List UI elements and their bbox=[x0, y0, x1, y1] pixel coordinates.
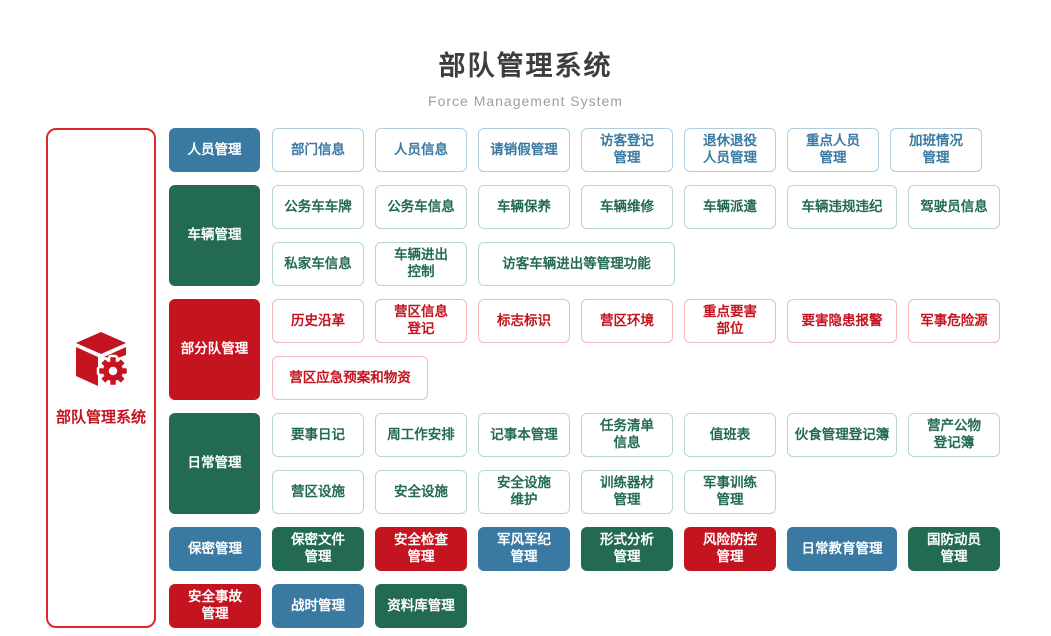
module-box: 部门信息 bbox=[272, 128, 364, 172]
category-box: 人员管理 bbox=[169, 128, 260, 172]
module-line: 营区应急预案和物资 bbox=[272, 356, 1000, 400]
category-lines: 部门信息人员信息请销假管理访客登记 管理退休退役 人员管理重点人员 管理加班情况… bbox=[272, 128, 982, 172]
page-title: 部队管理系统 bbox=[438, 51, 613, 81]
solid-module-box: 安全事故 管理 bbox=[169, 584, 261, 628]
module-box: 车辆保养 bbox=[478, 185, 570, 229]
solid-module-box: 风险防控 管理 bbox=[684, 527, 776, 571]
module-box: 驾驶员信息 bbox=[908, 185, 1000, 229]
module-box: 营产公物 登记簿 bbox=[908, 413, 1000, 457]
module-line: 公务车车牌公务车信息车辆保养车辆维修车辆派遣车辆违规违纪驾驶员信息 bbox=[272, 185, 1000, 229]
module-box: 公务车信息 bbox=[375, 185, 467, 229]
module-box: 训练器材 管理 bbox=[581, 470, 673, 514]
module-box: 车辆违规违纪 bbox=[787, 185, 897, 229]
module-line: 私家车信息车辆进出 控制访客车辆进出等管理功能 bbox=[272, 242, 1000, 286]
module-box: 军事危险源 bbox=[908, 299, 1000, 343]
module-box: 车辆进出 控制 bbox=[375, 242, 467, 286]
page-header: 部队管理系统 Force Management System bbox=[0, 44, 1051, 109]
category-box: 日常管理 bbox=[169, 413, 260, 514]
category-row: 日常管理要事日记周工作安排记事本管理任务清单 信息值班表伙食管理登记簿营产公物 … bbox=[169, 413, 1000, 514]
module-line: 部门信息人员信息请销假管理访客登记 管理退休退役 人员管理重点人员 管理加班情况… bbox=[272, 128, 982, 172]
module-box: 值班表 bbox=[684, 413, 776, 457]
module-line: 要事日记周工作安排记事本管理任务清单 信息值班表伙食管理登记簿营产公物 登记簿 bbox=[272, 413, 1000, 457]
category-row: 部分队管理历史沿革营区信息 登记标志标识营区环境重点要害 部位要害隐患报警军事危… bbox=[169, 299, 1000, 400]
category-box: 部分队管理 bbox=[169, 299, 260, 400]
module-box: 访客车辆进出等管理功能 bbox=[478, 242, 675, 286]
module-line: 历史沿革营区信息 登记标志标识营区环境重点要害 部位要害隐患报警军事危险源 bbox=[272, 299, 1000, 343]
module-box: 要事日记 bbox=[272, 413, 364, 457]
module-box: 安全设施 bbox=[375, 470, 467, 514]
module-box: 要害隐患报警 bbox=[787, 299, 897, 343]
module-box: 请销假管理 bbox=[478, 128, 570, 172]
rows-grid: 人员管理部门信息人员信息请销假管理访客登记 管理退休退役 人员管理重点人员 管理… bbox=[169, 128, 1000, 628]
module-box: 营区信息 登记 bbox=[375, 299, 467, 343]
module-box: 营区应急预案和物资 bbox=[272, 356, 428, 400]
category-lines: 历史沿革营区信息 登记标志标识营区环境重点要害 部位要害隐患报警军事危险源营区应… bbox=[272, 299, 1000, 400]
module-box: 标志标识 bbox=[478, 299, 570, 343]
solid-module-box: 保密文件 管理 bbox=[272, 527, 364, 571]
module-box: 军事训练 管理 bbox=[684, 470, 776, 514]
module-box: 历史沿革 bbox=[272, 299, 364, 343]
category-lines: 公务车车牌公务车信息车辆保养车辆维修车辆派遣车辆违规违纪驾驶员信息私家车信息车辆… bbox=[272, 185, 1000, 286]
module-box: 重点要害 部位 bbox=[684, 299, 776, 343]
sidebar-label: 部队管理系统 bbox=[55, 409, 146, 426]
category-lines: 要事日记周工作安排记事本管理任务清单 信息值班表伙食管理登记簿营产公物 登记簿营… bbox=[272, 413, 1000, 514]
module-box: 车辆派遣 bbox=[684, 185, 776, 229]
module-box: 记事本管理 bbox=[478, 413, 570, 457]
diagram: 部队管理系统 人员管理部门信息人员信息请销假管理访客登记 管理退休退役 人员管理… bbox=[46, 128, 1000, 628]
module-box: 访客登记 管理 bbox=[581, 128, 673, 172]
cube-gear-icon bbox=[70, 329, 132, 394]
page-subtitle: Force Management System bbox=[428, 93, 623, 109]
solid-module-line: 安全事故 管理战时管理资料库管理 bbox=[169, 584, 1000, 628]
sidebar-panel: 部队管理系统 bbox=[46, 128, 156, 628]
category-row: 车辆管理公务车车牌公务车信息车辆保养车辆维修车辆派遣车辆违规违纪驾驶员信息私家车… bbox=[169, 185, 1000, 286]
solid-module-box: 战时管理 bbox=[272, 584, 364, 628]
solid-module-box: 国防动员 管理 bbox=[908, 527, 1000, 571]
module-box: 人员信息 bbox=[375, 128, 467, 172]
module-box: 任务清单 信息 bbox=[581, 413, 673, 457]
category-row: 人员管理部门信息人员信息请销假管理访客登记 管理退休退役 人员管理重点人员 管理… bbox=[169, 128, 1000, 172]
module-box: 私家车信息 bbox=[272, 242, 364, 286]
solid-module-box: 资料库管理 bbox=[375, 584, 467, 628]
module-box: 退休退役 人员管理 bbox=[684, 128, 776, 172]
module-box: 营区设施 bbox=[272, 470, 364, 514]
category-box: 车辆管理 bbox=[169, 185, 260, 286]
solid-module-line: 保密管理保密文件 管理安全检查 管理军风军纪 管理形式分析 管理风险防控 管理日… bbox=[169, 527, 1000, 571]
solid-module-box: 保密管理 bbox=[169, 527, 261, 571]
solid-module-box: 形式分析 管理 bbox=[581, 527, 673, 571]
module-box: 重点人员 管理 bbox=[787, 128, 879, 172]
module-box: 周工作安排 bbox=[375, 413, 467, 457]
module-box: 加班情况 管理 bbox=[890, 128, 982, 172]
module-box: 伙食管理登记簿 bbox=[787, 413, 897, 457]
solid-module-box: 安全检查 管理 bbox=[375, 527, 467, 571]
solid-module-box: 日常教育管理 bbox=[787, 527, 897, 571]
module-box: 营区环境 bbox=[581, 299, 673, 343]
solid-module-box: 军风军纪 管理 bbox=[478, 527, 570, 571]
module-box: 安全设施 维护 bbox=[478, 470, 570, 514]
module-box: 公务车车牌 bbox=[272, 185, 364, 229]
module-box: 车辆维修 bbox=[581, 185, 673, 229]
module-line: 营区设施安全设施安全设施 维护训练器材 管理军事训练 管理 bbox=[272, 470, 1000, 514]
